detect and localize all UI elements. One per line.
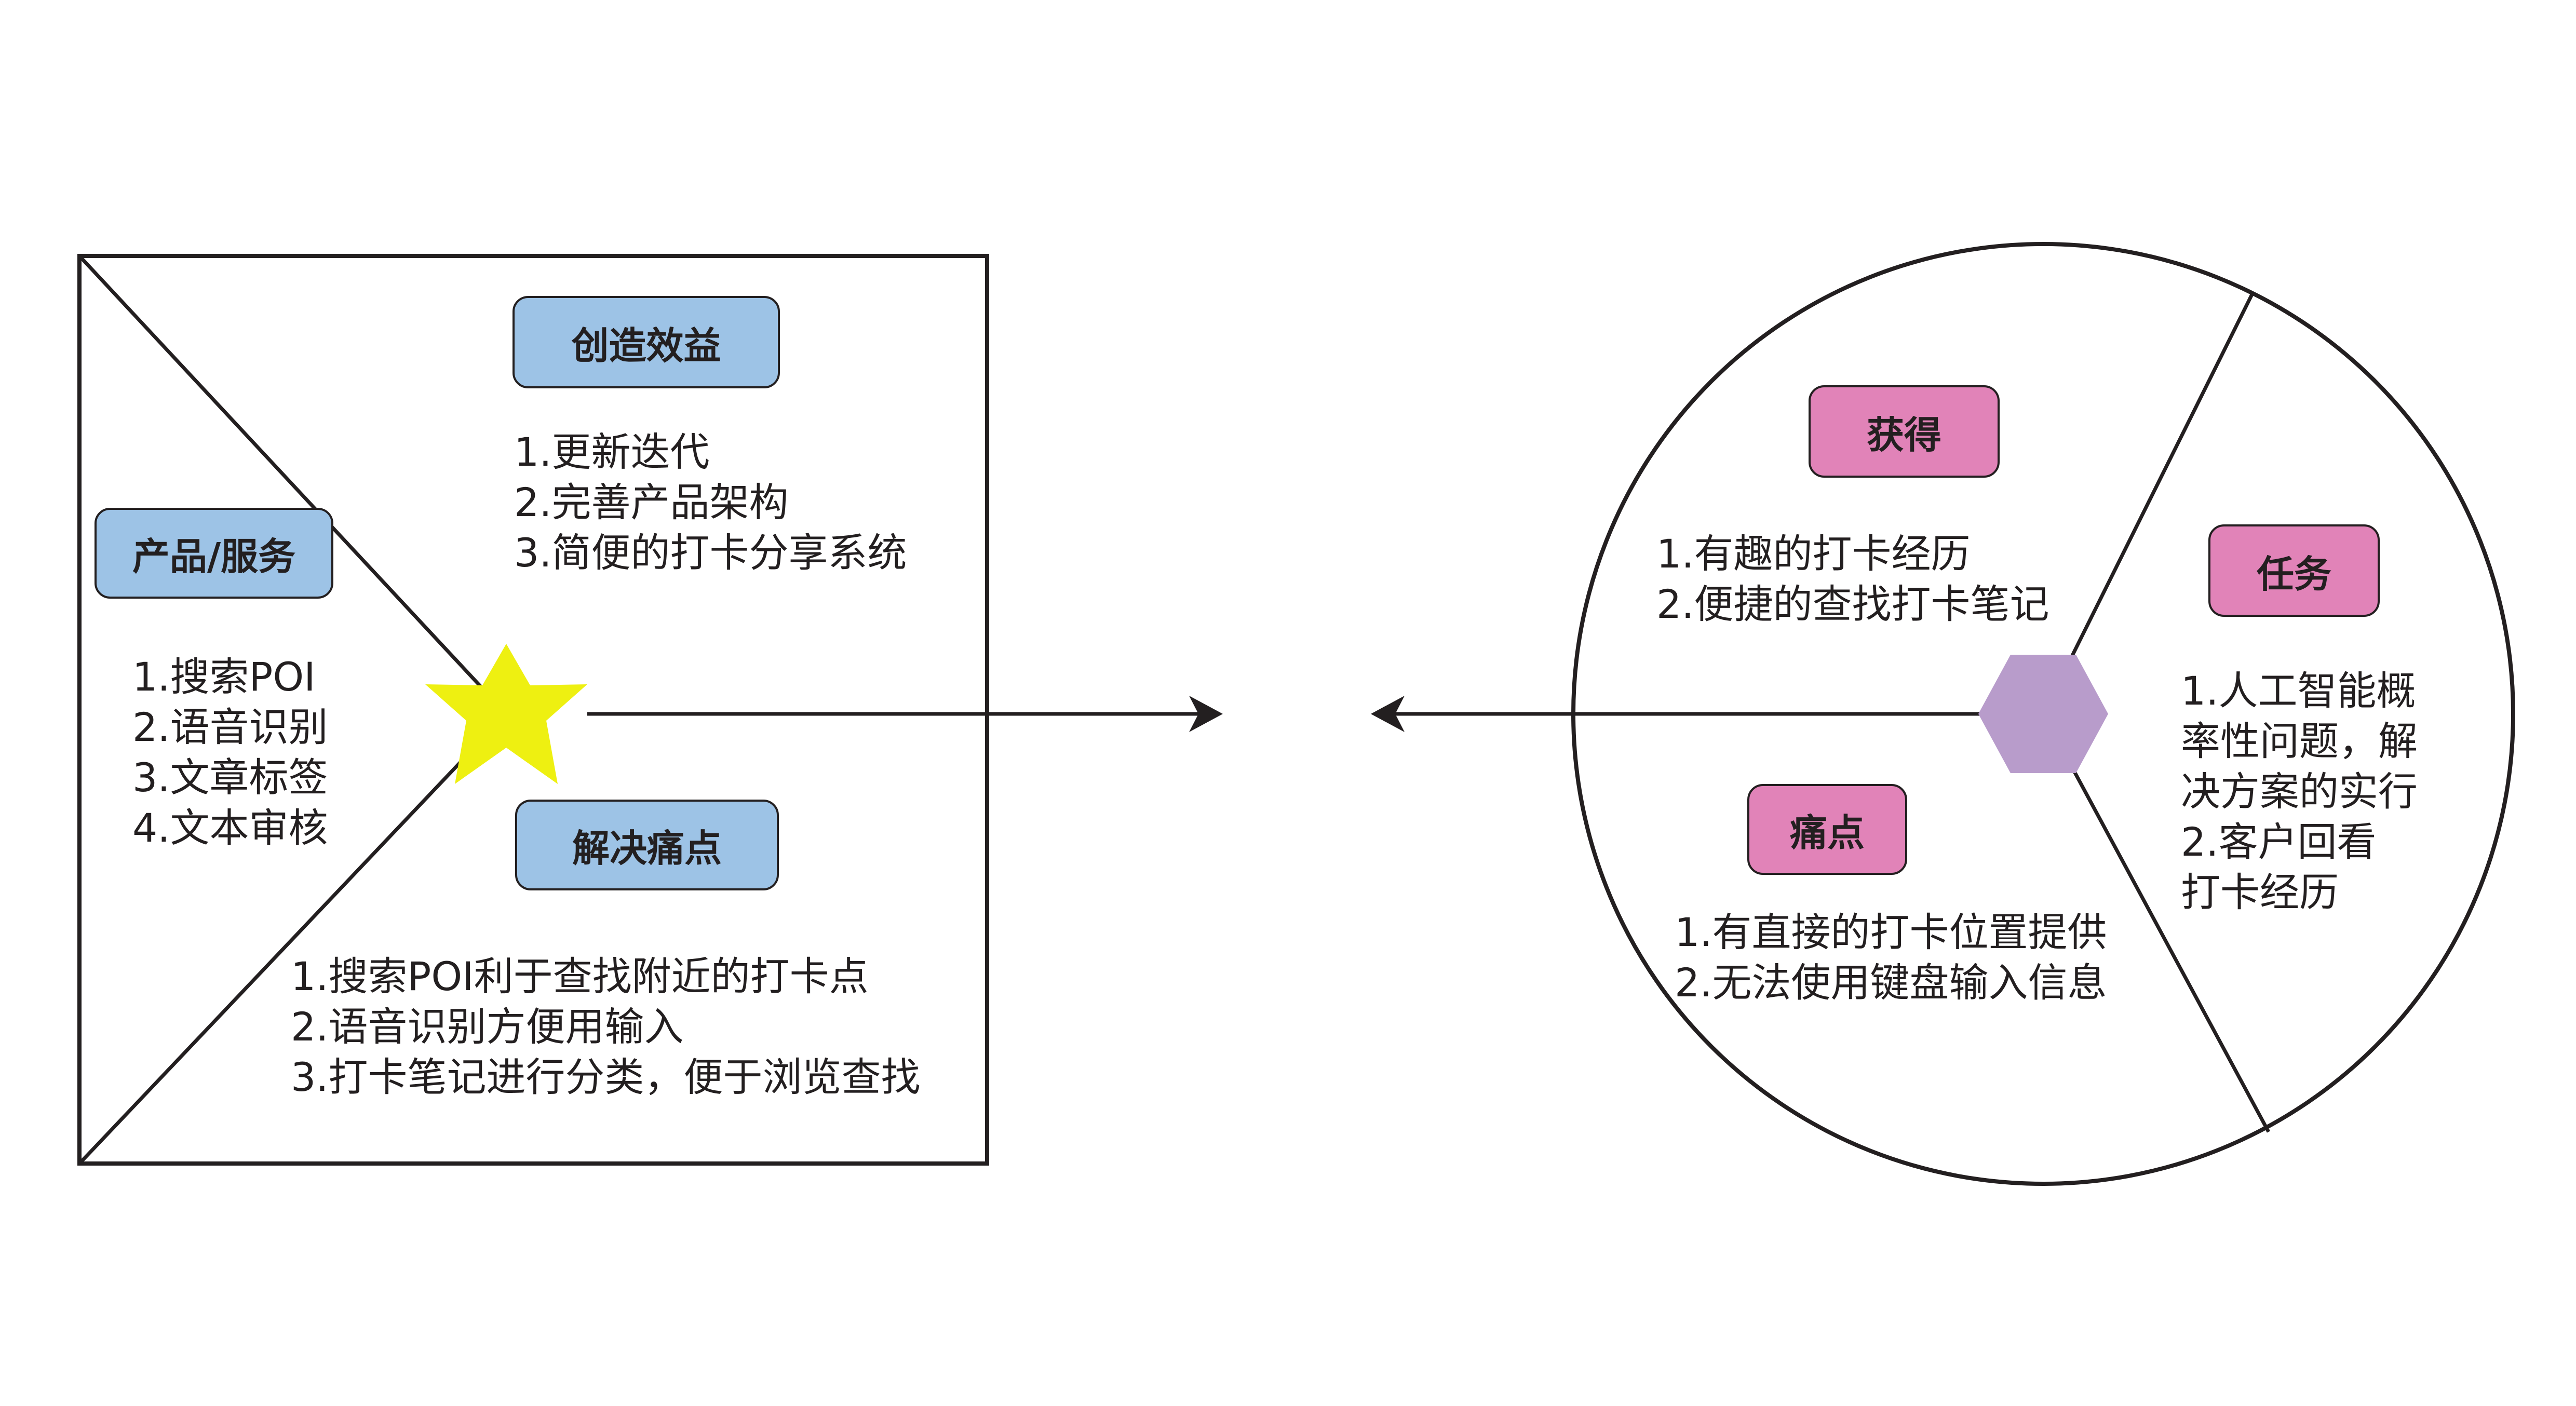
products-services-list: 1.搜索POI 2.语音识别 3.文章标签 4.文本审核 xyxy=(132,652,328,853)
value-map-diagonal-upper xyxy=(78,254,508,715)
list-item: 1.人工智能概 xyxy=(2181,668,2416,714)
list-item: 3.打卡笔记进行分类，便于浏览查找 xyxy=(291,1054,921,1100)
gains-label: 获得 xyxy=(1809,385,2000,478)
list-item: 2.无法使用键盘输入信息 xyxy=(1675,959,2107,1006)
list-item: 决方案的实行 xyxy=(2181,768,2418,815)
list-item: 1.有直接的打卡位置提供 xyxy=(1675,909,2107,955)
list-item: 1.更新迭代 xyxy=(514,429,710,475)
list-item: 率性问题，解 xyxy=(2181,718,2418,764)
gain-creators-label: 创造效益 xyxy=(512,296,780,388)
gain-creators-list: 1.更新迭代 2.完善产品架构 3.简便的打卡分享系统 xyxy=(514,427,907,578)
list-item: 2.便捷的查找打卡笔记 xyxy=(1656,581,2049,627)
pains-list: 1.有直接的打卡位置提供 2.无法使用键盘输入信息 xyxy=(1675,907,2107,1008)
list-item: 3.文章标签 xyxy=(132,754,328,801)
star-icon xyxy=(425,644,587,784)
pain-relievers-list: 1.搜索POI利于查找附近的打卡点 2.语音识别方便用输入 3.打卡笔记进行分类… xyxy=(291,951,921,1102)
list-item: 3.简便的打卡分享系统 xyxy=(514,530,907,576)
list-item: 1.搜索POI xyxy=(132,654,316,700)
hexagon-icon xyxy=(1978,655,2108,773)
profile-divider-lower xyxy=(2041,713,2271,1133)
jobs-label: 任务 xyxy=(2208,524,2380,617)
products-services-label: 产品/服务 xyxy=(95,508,333,599)
arrowhead-right-icon xyxy=(1189,696,1223,732)
list-item: 2.完善产品架构 xyxy=(514,479,789,525)
list-item: 4.文本审核 xyxy=(132,805,328,851)
list-item: 2.语音识别方便用输入 xyxy=(291,1004,684,1050)
jobs-list: 1.人工智能概 率性问题，解 决方案的实行 2.客户回看 打卡经历 xyxy=(2181,666,2418,917)
list-item: 1.有趣的打卡经历 xyxy=(1656,531,1971,577)
gains-list: 1.有趣的打卡经历 2.便捷的查找打卡笔记 xyxy=(1656,529,2049,629)
list-item: 2.语音识别 xyxy=(132,704,328,750)
value-map-diagonal-lower xyxy=(78,712,508,1165)
list-item: 打卡经历 xyxy=(2181,869,2339,915)
pains-label: 痛点 xyxy=(1747,784,1907,875)
list-item: 1.搜索POI利于查找附近的打卡点 xyxy=(291,953,869,999)
pain-relievers-label: 解决痛点 xyxy=(515,800,779,890)
arrowhead-left-icon xyxy=(1371,696,1405,732)
list-item: 2.客户回看 xyxy=(2181,819,2377,865)
profile-divider-upper xyxy=(2041,291,2255,715)
value-map-square xyxy=(77,254,989,1166)
